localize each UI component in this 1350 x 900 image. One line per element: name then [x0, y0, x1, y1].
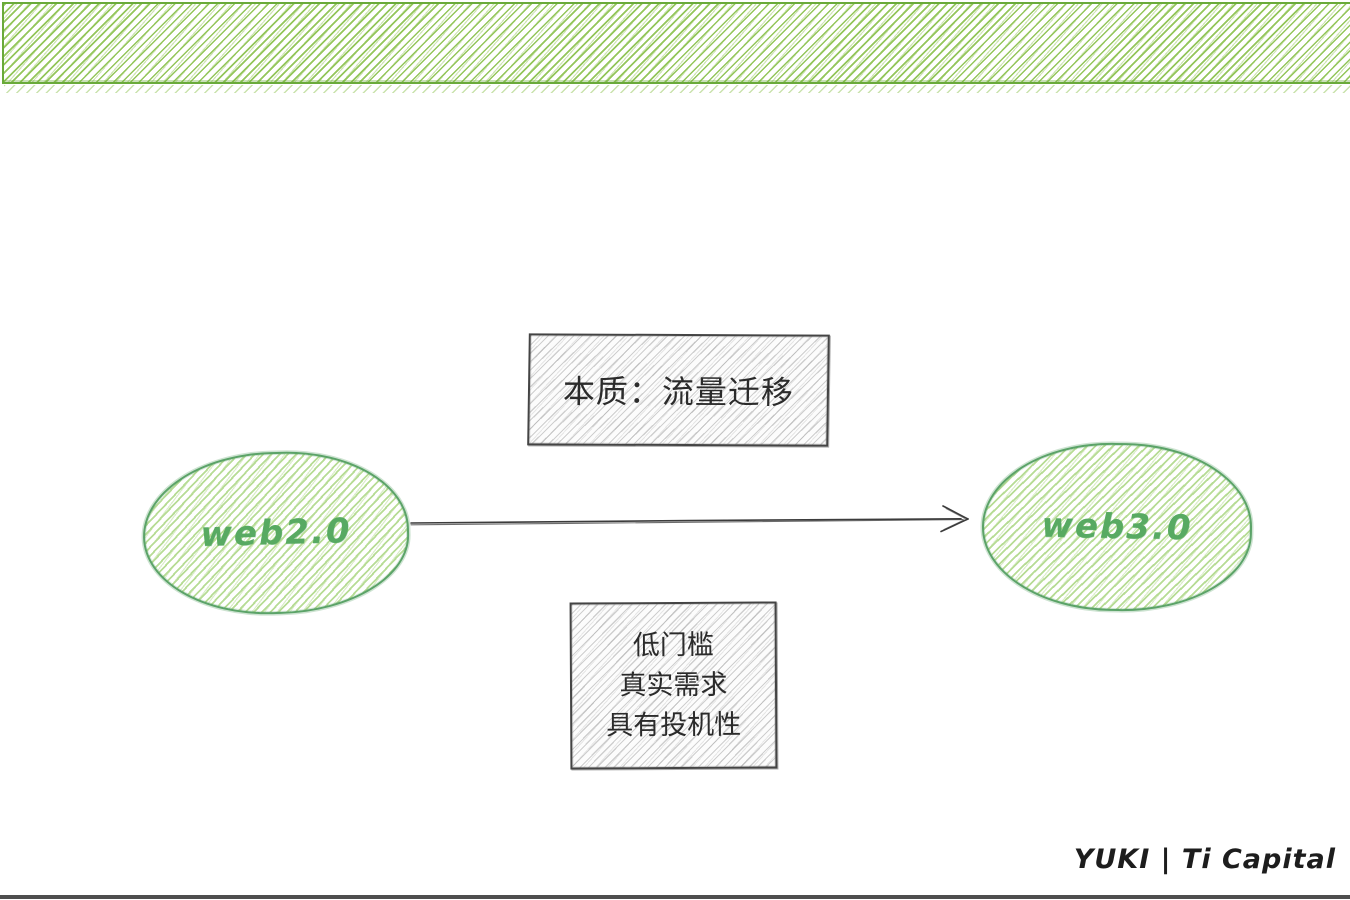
- title-box[interactable]: 本质：流量迁移: [527, 333, 830, 447]
- signature: YUKI | Ti Capital: [1073, 844, 1336, 875]
- node-web2[interactable]: web2.0: [140, 448, 412, 618]
- node-web3-label: web3.0: [1041, 505, 1193, 549]
- note-box[interactable]: 低门槛 真实需求 具有投机性: [569, 601, 778, 770]
- node-web3[interactable]: web3.0: [980, 440, 1254, 614]
- bottom-bar: [0, 895, 1350, 899]
- title-box-label: 本质：流量迁移: [562, 372, 795, 412]
- note-line-1: 低门槛: [632, 629, 714, 661]
- note-line-2: 真实需求: [619, 669, 728, 701]
- note-line-3: 具有投机性: [606, 709, 742, 741]
- flow-arrow: [410, 505, 969, 533]
- top-banner: [2, 2, 1350, 93]
- node-web2-label: web2.0: [199, 511, 353, 555]
